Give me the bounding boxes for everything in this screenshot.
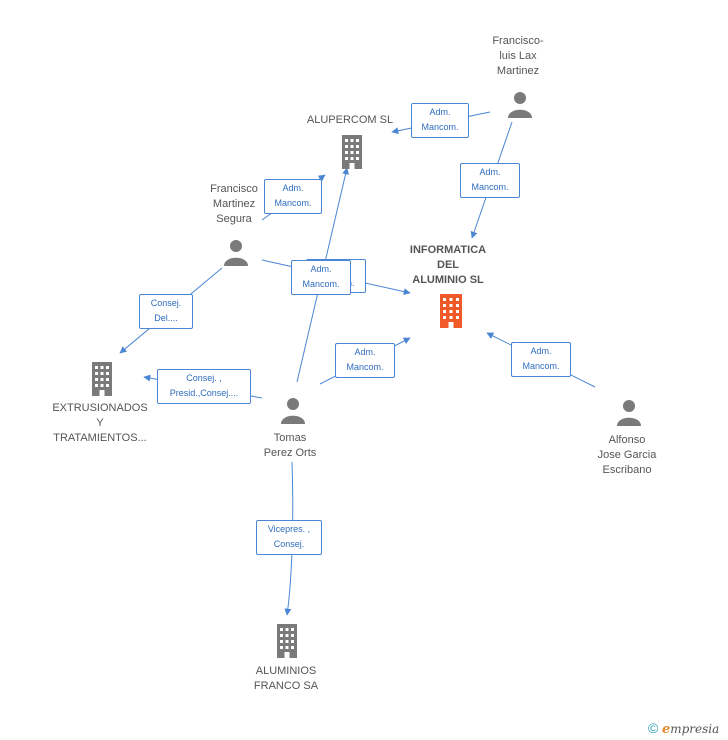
edge-label-tomas-informatica[interactable]: Adm. Mancom.	[335, 343, 395, 378]
francisco-luis-person-icon[interactable]	[506, 90, 534, 118]
copyright-symbol: ©	[648, 720, 659, 736]
alupercom-label[interactable]: ALUPERCOM SL	[306, 114, 394, 126]
edge-label-francisco-luis-alupercom[interactable]: Adm. Mancom.	[411, 103, 469, 138]
tomas-label[interactable]: Tomas Perez Orts	[263, 432, 317, 459]
alfonso-person-icon[interactable]	[615, 398, 643, 426]
edge-label-alfonso-informatica[interactable]: Adm. Mancom.	[511, 342, 571, 377]
informatica-building-icon[interactable]	[436, 294, 466, 328]
francisco-luis-label[interactable]: Francisco- luis Lax Martinez	[492, 35, 544, 77]
alfonso-label[interactable]: Alfonso Jose Garcia Escribano	[597, 434, 657, 476]
informatica-label[interactable]: INFORMATICA DEL ALUMINIO SL	[409, 244, 487, 286]
brand-initial: e	[661, 722, 671, 737]
edge-label-tomas-aluminios[interactable]: Vicepres. , Consej.	[256, 520, 322, 555]
aluminios-franco-label[interactable]: ALUMINIOS FRANCO SA	[253, 665, 319, 692]
extrusionados-label[interactable]: EXTRUSIONADOS Y TRATAMIENTOS...	[52, 402, 148, 444]
alupercom-building-icon[interactable]	[338, 135, 366, 169]
edge-label-francisco-martinez-alupercom[interactable]: Adm. Mancom.	[264, 179, 322, 214]
francisco-martinez-person-icon[interactable]	[222, 238, 250, 266]
brand-name: mpresia	[670, 722, 720, 736]
edge-label-tomas-extrusionados[interactable]: Consej. , Presid.,Consej....	[157, 369, 251, 404]
extrusionados-building-icon[interactable]	[88, 362, 116, 396]
francisco-martinez-label[interactable]: Francisco Martinez Segura	[210, 183, 258, 225]
empresia-brand[interactable]: © empresia	[648, 720, 719, 737]
edge-label-francisco-martinez-extrusionados[interactable]: Consej. Del....	[139, 294, 193, 329]
edge-label-tomas-alupercom[interactable]: Adm. Mancom.	[291, 260, 351, 295]
edge-label-francisco-luis-informatica[interactable]: Adm. Mancom.	[460, 163, 520, 198]
tomas-person-icon[interactable]	[279, 396, 307, 424]
aluminios-franco-building-icon[interactable]	[273, 624, 301, 658]
